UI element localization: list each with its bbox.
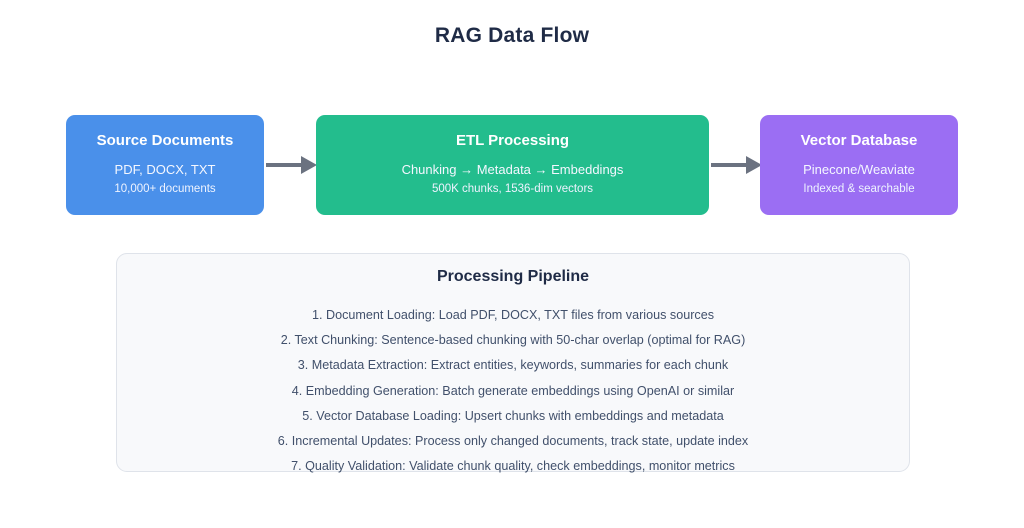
arrow-source-to-etl-icon xyxy=(266,156,317,174)
pipeline-step: 2. Text Chunking: Sentence-based chunkin… xyxy=(280,333,746,348)
flow-node-subtitle-primary: Pinecone/Weaviate xyxy=(803,162,915,178)
flow-node-etl-processing[interactable]: ETL Processing Chunking → Metadata → Emb… xyxy=(316,115,709,215)
flow-node-subtitle-primary: PDF, DOCX, TXT xyxy=(114,162,216,178)
pipeline-step-list: 1. Document Loading: Load PDF, DOCX, TXT… xyxy=(117,303,909,479)
pipeline-step: 4. Embedding Generation: Batch generate … xyxy=(291,383,735,398)
arrow-head xyxy=(746,156,762,174)
flow-node-subtitle-secondary: Indexed & searchable xyxy=(803,182,915,195)
pipeline-step: 5. Vector Database Loading: Upsert chunk… xyxy=(302,408,724,423)
flow-node-subtitle-secondary: 500K chunks, 1536-dim vectors xyxy=(431,182,594,195)
arrow-line xyxy=(711,163,747,167)
arrow-etl-to-vector-icon xyxy=(711,156,762,174)
pipeline-step: 1. Document Loading: Load PDF, DOCX, TXT… xyxy=(311,308,714,322)
pipeline-panel-title: Processing Pipeline xyxy=(436,268,590,285)
arrow-line xyxy=(266,163,302,167)
pipeline-step: 3. Metadata Extraction: Extract entities… xyxy=(297,358,729,373)
flow-node-subtitle-secondary: 10,000+ documents xyxy=(114,182,216,195)
page-title: RAG Data Flow xyxy=(434,24,590,47)
flow-node-title: ETL Processing xyxy=(455,132,570,150)
flow-node-title: Source Documents xyxy=(96,132,234,150)
flow-diagram-row: Source Documents PDF, DOCX, TXT 10,000+ … xyxy=(0,115,1024,215)
processing-pipeline-panel: Processing Pipeline 1. Document Loading:… xyxy=(116,253,910,473)
flow-node-subtitle-primary: Chunking → Metadata → Embeddings xyxy=(401,162,624,178)
flow-node-source-documents[interactable]: Source Documents PDF, DOCX, TXT 10,000+ … xyxy=(66,115,264,215)
flow-node-vector-database[interactable]: Vector Database Pinecone/Weaviate Indexe… xyxy=(760,115,958,215)
pipeline-step: 7. Quality Validation: Validate chunk qu… xyxy=(291,459,735,474)
pipeline-step: 6. Incremental Updates: Process only cha… xyxy=(277,434,749,449)
flow-node-title: Vector Database xyxy=(800,132,918,150)
arrow-head xyxy=(301,156,317,174)
